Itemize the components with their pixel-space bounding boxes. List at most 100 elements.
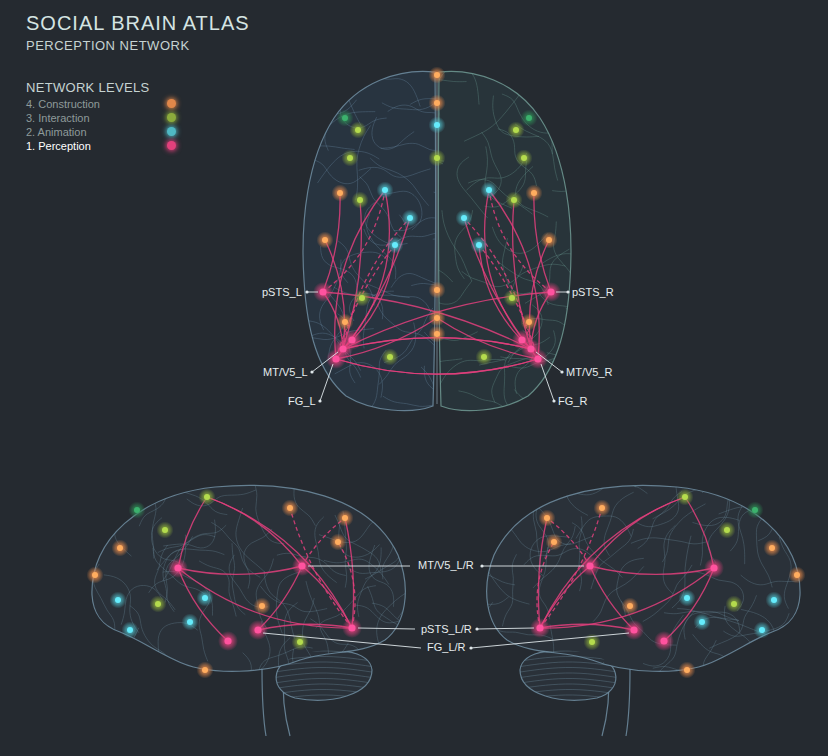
connection-dashed: [338, 542, 355, 628]
dot-core: [407, 215, 413, 221]
gyrus-line: [372, 117, 414, 149]
fold-line: [517, 684, 632, 691]
connection-line: [540, 497, 685, 628]
dot-core: [434, 315, 440, 321]
gyrus-line: [617, 558, 644, 616]
gyrus-line: [355, 605, 421, 623]
dot-glow: [218, 631, 238, 651]
region-dot: [429, 282, 446, 299]
dot-glow: [521, 110, 538, 127]
region-dot: [110, 592, 127, 609]
gyrus-line: [232, 543, 245, 615]
fold-line: [260, 667, 375, 674]
dot-core: [630, 626, 637, 633]
dot-core: [319, 288, 326, 295]
gyrus-line: [458, 391, 530, 410]
connection-line: [178, 568, 352, 628]
fold-line: [517, 678, 632, 685]
dot-core: [752, 507, 758, 513]
region-dot: [546, 534, 563, 551]
dot-glow: [330, 534, 347, 551]
dot-core: [204, 494, 210, 500]
legend-swatch: [167, 99, 176, 108]
dot-glow: [157, 522, 174, 539]
gyrus-line: [758, 460, 812, 496]
region-dot: [764, 540, 781, 557]
connection-line: [538, 518, 547, 628]
gyrus-line: [209, 653, 252, 697]
dot-core: [259, 603, 265, 609]
dot-core: [187, 619, 193, 625]
gyrus-line: [391, 273, 451, 299]
gyrus-line: [362, 73, 420, 107]
gyrus-line: [219, 678, 253, 742]
dot-core: [155, 601, 161, 607]
dot-glow: [110, 592, 127, 609]
connection-line: [590, 497, 685, 566]
dot-core: [461, 215, 467, 221]
dot-core: [481, 354, 487, 360]
gyrus-line: [455, 210, 473, 279]
gyrus-line: [552, 81, 568, 154]
gyrus-line: [303, 598, 315, 669]
gyrus-line: [502, 554, 516, 626]
gyrus-line: [187, 490, 256, 506]
legend-heading: NETWORK LEVELS: [26, 80, 149, 95]
dot-core: [357, 197, 363, 203]
dot-glow: [332, 185, 349, 202]
dot-glow: [726, 596, 743, 613]
leader-line: [263, 633, 421, 648]
dot-core: [434, 155, 440, 161]
dot-core: [382, 187, 388, 193]
dot-core: [521, 155, 527, 161]
dot-core: [224, 637, 231, 644]
leader-dot: [318, 399, 321, 402]
gyrus-line: [306, 581, 329, 653]
gyrus-line: [502, 37, 551, 92]
dot-core: [359, 295, 365, 301]
connection-dashed: [343, 218, 410, 349]
gyrus-line: [758, 508, 820, 541]
gyrus-line: [395, 653, 466, 665]
region-dot: [754, 622, 771, 639]
region-dot: [747, 502, 764, 519]
dot-core: [586, 562, 593, 569]
region-dot: [199, 489, 216, 506]
gyrus-line: [604, 492, 634, 556]
gyrus-line: [359, 177, 401, 238]
gyrus-line: [442, 210, 472, 281]
dot-core: [526, 115, 532, 121]
dot-glow: [516, 150, 533, 167]
region-dot: [337, 510, 354, 527]
region-dot: [481, 182, 498, 199]
dot-glow: [337, 510, 354, 527]
dot-core: [771, 597, 777, 603]
gyrus-line: [163, 535, 216, 581]
gyrus-line: [244, 529, 272, 589]
region-dot: [350, 122, 367, 139]
dot-core: [769, 545, 775, 551]
gyrus-line: [700, 517, 739, 565]
connection-dashed: [537, 542, 554, 628]
gyrus-line: [309, 665, 368, 707]
fold-line: [517, 651, 632, 658]
dot-glow: [122, 622, 139, 639]
leader-line: [536, 352, 562, 372]
title-text: SOCIAL BRAIN ATLAS: [26, 11, 250, 35]
legend-item: 4. Construction: [26, 97, 178, 111]
dot-glow: [429, 117, 446, 134]
dot-core: [710, 564, 717, 571]
dot-core: [511, 197, 517, 203]
connection-line: [345, 518, 354, 628]
leader-line: [312, 352, 338, 372]
gyrus-line: [294, 458, 316, 526]
gyrus-line: [280, 134, 355, 150]
gyrus-line: [477, 552, 530, 605]
dot-core: [127, 627, 133, 633]
dot-glow: [766, 592, 783, 609]
dot-core: [174, 564, 181, 571]
perception-dot: [654, 631, 674, 651]
region-dot: [387, 237, 404, 254]
dot-glow: [679, 590, 696, 607]
fold-line: [517, 662, 632, 669]
